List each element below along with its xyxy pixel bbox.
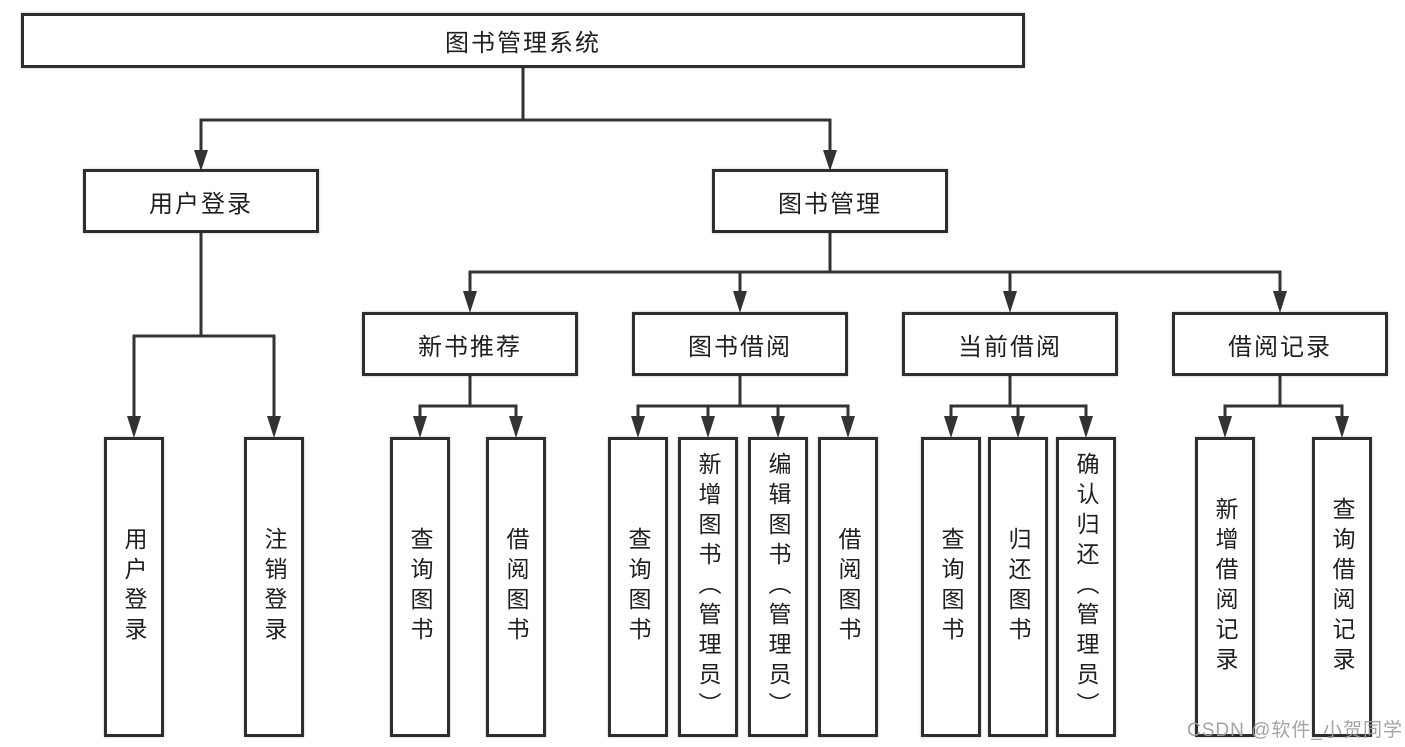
node-library-management-system: 图书管理系统 xyxy=(21,13,1025,68)
node-new-book-recommend: 新书推荐 xyxy=(362,312,578,376)
node-current-borrowing: 当前借阅 xyxy=(902,312,1118,376)
node-user-login-branch: 用户登录 xyxy=(83,169,319,233)
leaf-borrow-books-2: 借阅图书 xyxy=(818,437,878,737)
node-book-management-branch: 图书管理 xyxy=(712,169,948,233)
leaf-query-books-3: 查询图书 xyxy=(921,437,981,737)
leaf-edit-book-admin: 编辑图书（管理员） xyxy=(748,437,808,737)
leaf-logout: 注销登录 xyxy=(244,437,304,737)
leaf-query-books-2: 查询图书 xyxy=(608,437,668,737)
leaf-confirm-return-admin: 确认归还（管理员） xyxy=(1056,437,1116,737)
leaf-user-login: 用户登录 xyxy=(104,437,164,737)
csdn-watermark: CSDN @软件_小贺同学 xyxy=(1187,720,1403,741)
leaf-borrow-books-1: 借阅图书 xyxy=(486,437,546,737)
leaf-return-book: 归还图书 xyxy=(988,437,1048,737)
leaf-query-borrow-record: 查询借阅记录 xyxy=(1312,437,1372,737)
node-borrowing-records: 借阅记录 xyxy=(1172,312,1388,376)
leaf-add-borrow-record: 新增借阅记录 xyxy=(1195,437,1255,737)
leaf-query-books-1: 查询图书 xyxy=(390,437,450,737)
node-book-borrowing: 图书借阅 xyxy=(632,312,848,376)
leaf-add-book-admin: 新增图书（管理员） xyxy=(678,437,738,737)
